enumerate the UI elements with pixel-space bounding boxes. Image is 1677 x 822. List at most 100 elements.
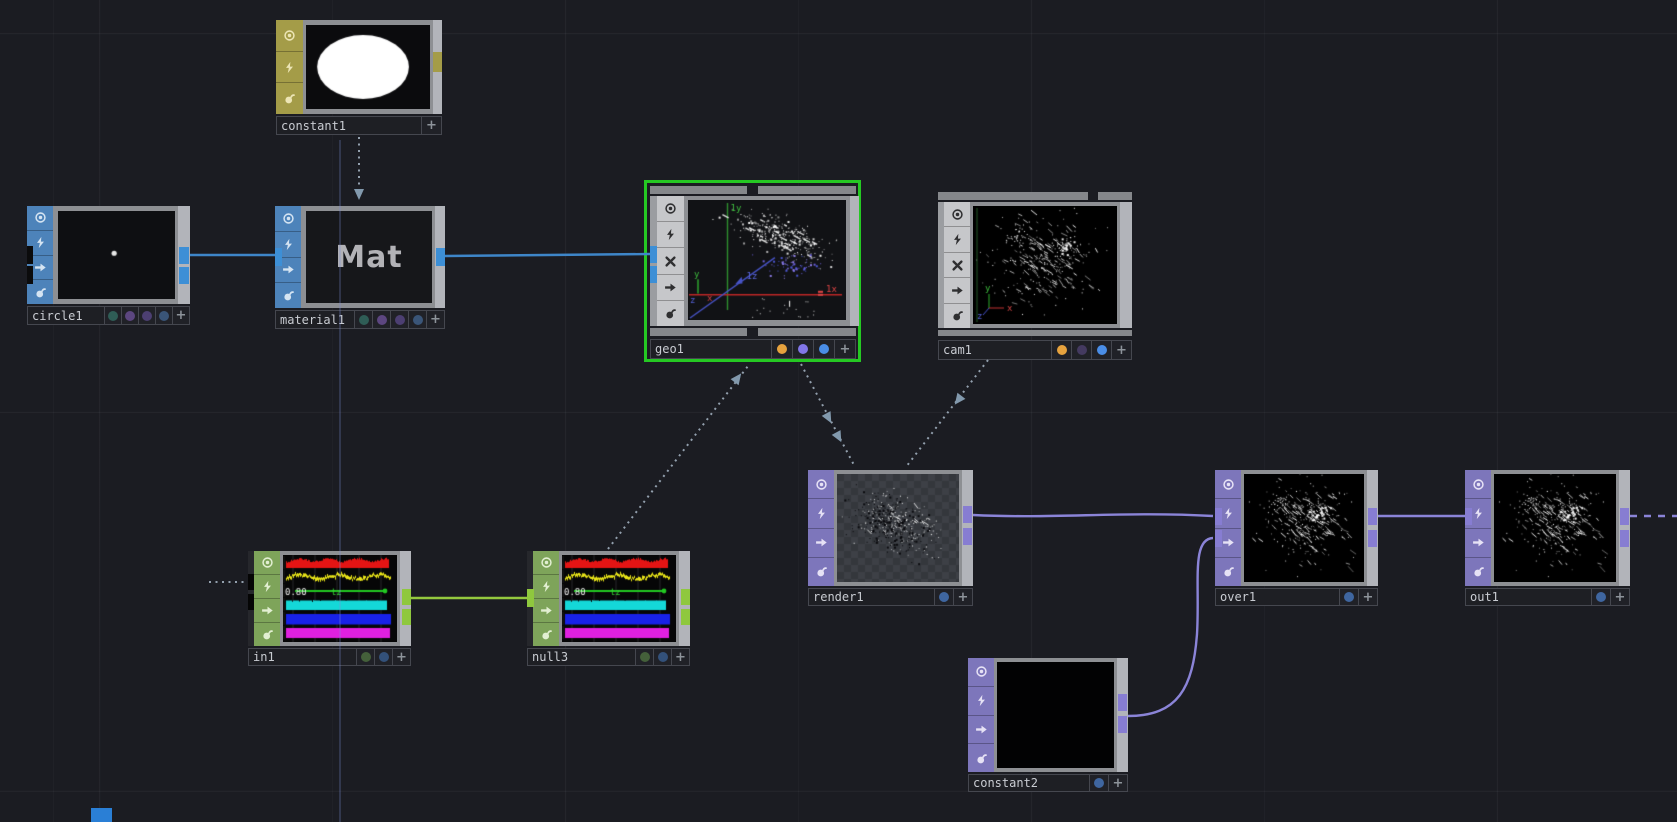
node-in1[interactable]: in1 + <box>248 551 411 666</box>
flag-dot[interactable] <box>122 306 139 325</box>
lock-flag-icon[interactable] <box>1215 558 1241 586</box>
viewer-flag-icon[interactable] <box>275 206 301 232</box>
bypass-flag-icon[interactable] <box>276 52 303 84</box>
output-connector[interactable] <box>402 609 411 625</box>
viewer-flag-icon[interactable] <box>533 551 559 575</box>
lock-flag-icon[interactable] <box>657 301 684 326</box>
flag-dot[interactable] <box>793 339 814 359</box>
node-viewer-out1[interactable] <box>1494 474 1616 582</box>
output-connector[interactable] <box>179 247 189 264</box>
node-constant1[interactable]: constant1+ <box>276 20 442 135</box>
node-name-in1[interactable]: in1 <box>248 648 357 666</box>
viewer-flag-icon[interactable] <box>944 202 970 228</box>
output-connector[interactable] <box>963 528 972 545</box>
plus-button[interactable]: + <box>1109 774 1128 792</box>
plus-button[interactable]: + <box>393 648 411 666</box>
node-viewer-geo1[interactable] <box>688 200 846 320</box>
node-viewer-constant2[interactable] <box>997 662 1114 768</box>
bypass-flag-icon[interactable] <box>533 575 559 599</box>
viewer-flag-icon[interactable] <box>968 658 994 687</box>
viewer-flag-icon[interactable] <box>276 20 303 52</box>
node-name-constant1[interactable]: constant1 <box>276 116 422 135</box>
lock-flag-icon[interactable] <box>968 744 994 772</box>
viewer-flag-icon[interactable] <box>1215 470 1241 500</box>
render-flag-icon[interactable] <box>657 248 684 275</box>
output-connector[interactable] <box>179 267 189 284</box>
viewer-flag-icon[interactable] <box>27 206 53 231</box>
flag-dot[interactable] <box>139 306 156 325</box>
flag-dot[interactable] <box>409 310 427 329</box>
bypass-flag-icon[interactable] <box>254 575 280 599</box>
plus-button[interactable]: + <box>427 310 445 329</box>
lock-flag-icon[interactable] <box>27 280 53 304</box>
lock-flag-icon[interactable] <box>1465 558 1491 586</box>
node-viewer-in1[interactable] <box>283 555 397 642</box>
node-viewer-material1[interactable]: Mat <box>306 211 432 303</box>
node-name-circle1[interactable]: circle1 <box>27 306 105 325</box>
flag-dot[interactable] <box>355 310 373 329</box>
flag-dot[interactable] <box>654 648 672 666</box>
node-name-render1[interactable]: render1 <box>808 588 935 606</box>
input-connector[interactable] <box>248 594 254 610</box>
node-circle1[interactable]: circle1+ <box>27 206 190 325</box>
bypass-flag-icon[interactable] <box>808 499 834 529</box>
input-connector[interactable] <box>1215 508 1222 525</box>
node-name-constant2[interactable]: constant2 <box>968 774 1090 792</box>
node-name-cam1[interactable]: cam1 <box>938 340 1052 360</box>
node-name-over1[interactable]: over1 <box>1215 588 1340 606</box>
flag-dot[interactable] <box>772 339 793 359</box>
bypass-flag-icon[interactable] <box>944 227 970 253</box>
node-viewer-circle1[interactable] <box>58 211 175 299</box>
input-connector[interactable] <box>650 266 657 283</box>
node-geo1[interactable]: geo1 + <box>647 183 859 359</box>
input-connector[interactable] <box>1465 508 1472 525</box>
output-connector[interactable] <box>1620 530 1629 547</box>
plus-button[interactable]: + <box>954 588 973 606</box>
corner-blue-tab[interactable] <box>91 808 112 822</box>
export-flag-icon[interactable] <box>808 529 834 558</box>
node-name-out1[interactable]: out1 <box>1465 588 1592 606</box>
flag-dot[interactable] <box>1072 340 1092 360</box>
plus-button[interactable]: + <box>835 339 856 359</box>
flag-dot[interactable] <box>1340 588 1359 606</box>
lock-flag-icon[interactable] <box>944 304 970 328</box>
flag-dot[interactable] <box>375 648 393 666</box>
lock-flag-icon[interactable] <box>276 83 303 114</box>
lock-flag-icon[interactable] <box>533 623 559 646</box>
input-connector[interactable] <box>275 248 282 266</box>
viewer-flag-icon[interactable] <box>1465 470 1491 500</box>
flag-dot[interactable] <box>1090 774 1109 792</box>
export-flag-icon[interactable] <box>1215 529 1241 558</box>
input-connector[interactable] <box>527 589 534 607</box>
output-connector[interactable] <box>433 52 442 72</box>
input-connector[interactable] <box>1215 530 1222 547</box>
input-connector[interactable] <box>650 246 657 263</box>
flag-dot[interactable] <box>105 306 122 325</box>
output-connector[interactable] <box>963 506 972 523</box>
node-name-null3[interactable]: null3 <box>527 648 636 666</box>
bypass-flag-icon[interactable] <box>657 222 684 249</box>
export-flag-icon[interactable] <box>533 599 559 623</box>
output-connector[interactable] <box>1118 716 1127 733</box>
node-viewer-over1[interactable] <box>1244 474 1364 582</box>
node-name-geo1[interactable]: geo1 <box>650 339 772 359</box>
lock-flag-icon[interactable] <box>808 558 834 586</box>
output-connector[interactable] <box>681 589 690 605</box>
flag-dot[interactable] <box>373 310 391 329</box>
plus-button[interactable]: + <box>1112 340 1132 360</box>
flag-dot[interactable] <box>357 648 375 666</box>
render-flag-icon[interactable] <box>944 253 970 279</box>
export-flag-icon[interactable] <box>27 256 53 281</box>
output-connector[interactable] <box>436 248 445 266</box>
bypass-flag-icon[interactable] <box>968 687 994 716</box>
export-flag-icon[interactable] <box>944 278 970 304</box>
export-flag-icon[interactable] <box>657 275 684 301</box>
node-viewer-cam1[interactable] <box>973 206 1117 324</box>
node-viewer-null3[interactable] <box>562 555 676 642</box>
output-connector[interactable] <box>1368 530 1377 547</box>
output-connector[interactable] <box>1368 508 1377 525</box>
viewer-flag-icon[interactable] <box>808 470 834 500</box>
lock-flag-icon[interactable] <box>275 283 301 308</box>
